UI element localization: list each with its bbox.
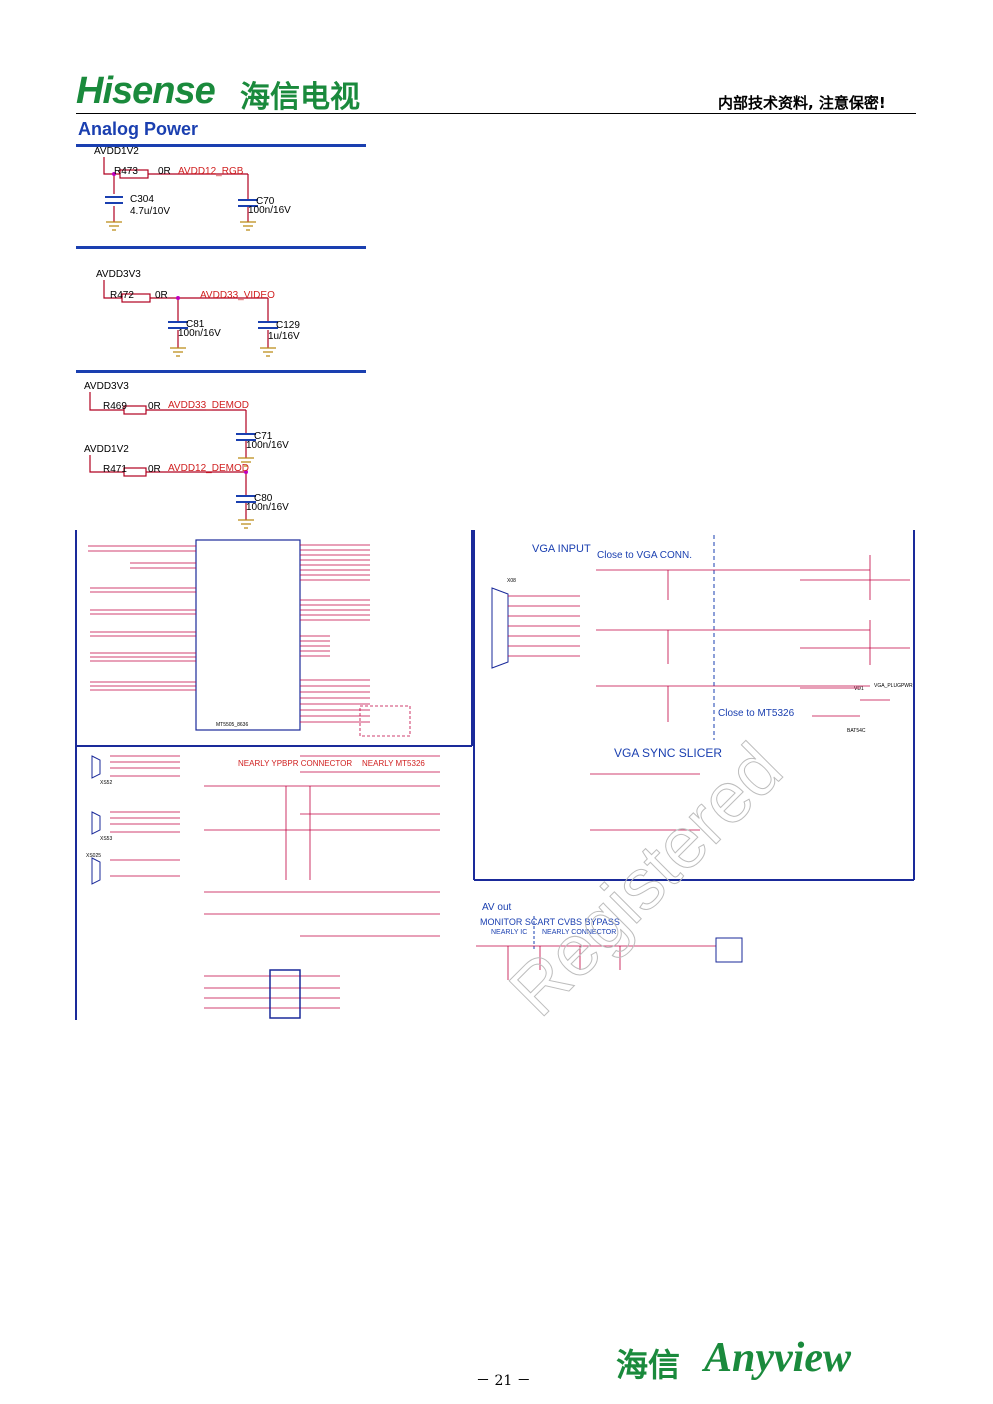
- connector-label: XS53: [100, 836, 112, 842]
- resistor-label: R472: [110, 290, 134, 301]
- cap-label: C80: [254, 493, 273, 504]
- connector-label: X08: [507, 578, 516, 584]
- resistor-label: R471: [103, 464, 127, 475]
- cap-value: 1u/16V: [268, 331, 300, 342]
- cap-value: 4.7u/10V: [130, 206, 170, 217]
- net-label: AVDD12_DEMOD: [168, 463, 249, 474]
- cap-value: 100n/16V: [246, 502, 289, 513]
- label: VGA INPUT: [532, 543, 591, 555]
- label: AV out: [482, 902, 511, 913]
- label: VGA SYNC SLICER: [614, 746, 722, 760]
- resistor-value: 0R: [158, 166, 171, 177]
- net-label: AVDD1V2: [94, 146, 139, 157]
- confidential-note: 内部技术资料, 注意保密!: [718, 94, 886, 112]
- resistor-value: 0R: [148, 464, 161, 475]
- page-number: － 21 －: [476, 1373, 531, 1389]
- cap-label: C71: [254, 431, 273, 442]
- net-label: AVDD33_DEMOD: [168, 400, 249, 411]
- diode-part: BAT54C: [847, 728, 866, 734]
- label: NEARLY IC: [491, 929, 527, 936]
- cap-value: 100n/16V: [246, 440, 289, 451]
- net-label: AVDD33_VIDEO: [200, 290, 275, 301]
- cap-label: C81: [186, 319, 205, 330]
- cap-value: 100n/16V: [178, 328, 221, 339]
- label: NEARLY CONNECTOR: [542, 929, 616, 936]
- header-rule: [76, 113, 916, 114]
- resistor-label: R469: [103, 401, 127, 412]
- cap-label: C129: [276, 320, 300, 331]
- hisense-logo: Hisense: [76, 70, 216, 112]
- net-label: AVDD12_RGB: [178, 166, 244, 177]
- net-label: AVDD3V3: [96, 269, 141, 280]
- anyview-logo: Anyview: [704, 1335, 851, 1381]
- divider-rule: [76, 246, 366, 249]
- cap-label: C70: [256, 196, 275, 207]
- ic-label: MT5505_8636: [216, 722, 248, 728]
- resistor-value: 0R: [155, 290, 168, 301]
- label: Close to VGA CONN.: [597, 550, 692, 561]
- divider-rule: [76, 370, 366, 373]
- net-label: AVDD1V2: [84, 444, 129, 455]
- resistor-label: R473: [114, 166, 138, 177]
- diode-label: VD1: [854, 686, 864, 692]
- hisense-cn-logo: 海信电视: [240, 80, 360, 115]
- connector-label: XS025: [86, 853, 101, 859]
- label: MONITOR SCART CVBS BYPASS: [480, 917, 620, 927]
- label: NEARLY MT5326: [362, 759, 425, 768]
- cap-value: 100n/16V: [248, 205, 291, 216]
- label: NEARLY YPBPR CONNECTOR: [238, 759, 352, 768]
- svg-text:Registered: Registered: [495, 729, 798, 1032]
- cap-label: C304: [130, 194, 154, 205]
- net-label: VGA_PLUGPWR: [874, 683, 913, 689]
- brand-cn-logo: 海信: [616, 1346, 681, 1384]
- resistor-value: 0R: [148, 401, 161, 412]
- connector-label: XS52: [100, 780, 112, 786]
- label: Close to MT5326: [718, 708, 795, 719]
- net-label: AVDD3V3: [84, 381, 129, 392]
- divider-rule: [76, 144, 366, 147]
- section-title: Analog Power: [78, 119, 199, 139]
